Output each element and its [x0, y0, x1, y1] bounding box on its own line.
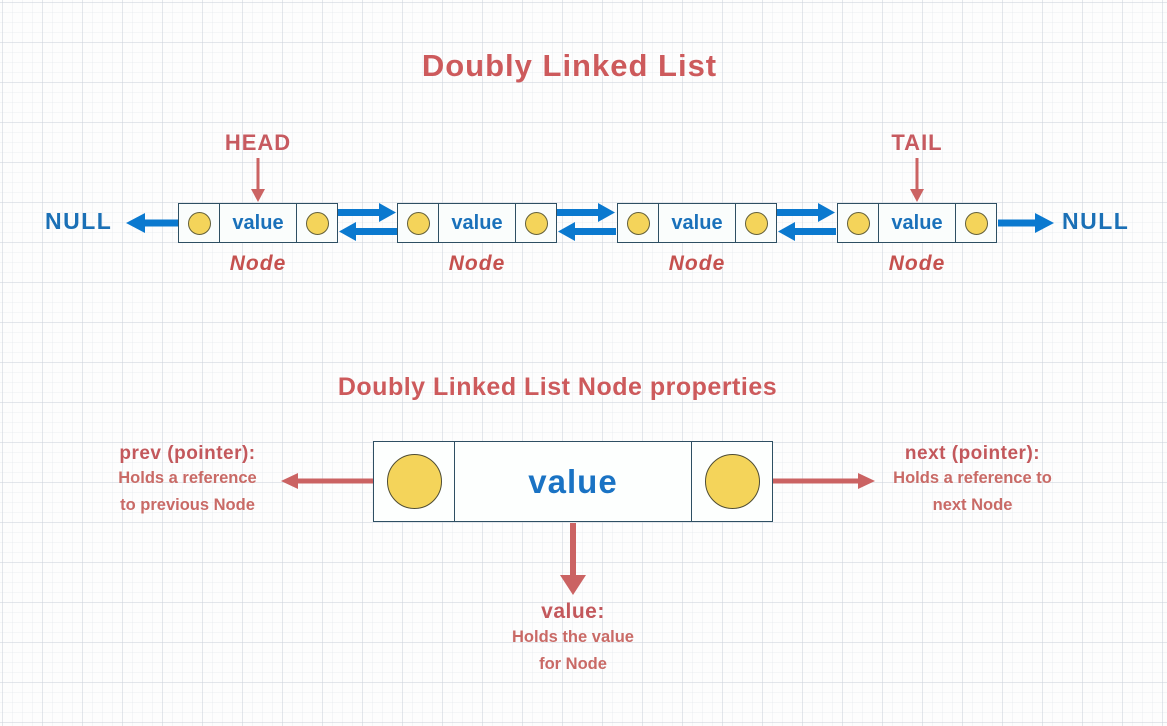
- link-arrows-icon: [338, 203, 397, 241]
- prev-property-heading: prev (pointer):: [119, 443, 256, 464]
- prev-pointer-cell: [618, 204, 658, 242]
- value-property-line: Holds the value: [512, 628, 634, 646]
- prev-pointer-cell: [374, 442, 454, 521]
- link-arrows-icon: [777, 203, 836, 241]
- node-label: Node: [448, 252, 506, 275]
- pointer-dot-icon: [846, 211, 870, 235]
- next-property-annotation: next (pointer): Holds a reference to nex…: [870, 443, 1075, 519]
- value-property-annotation: value: Holds the value for Node: [470, 600, 676, 678]
- node-label: Node: [229, 252, 287, 275]
- value-property-line: for Node: [539, 655, 607, 673]
- pointer-dot-icon: [406, 211, 430, 235]
- prev-arrow-icon: [281, 473, 373, 489]
- big-node-box: value: [373, 441, 773, 522]
- pointer-dot-icon: [305, 211, 329, 235]
- next-pointer-cell: [516, 204, 556, 242]
- next-pointer-cell: [692, 442, 772, 521]
- pointer-dot-icon: [386, 454, 442, 509]
- pointer-dot-icon: [744, 211, 768, 235]
- prev-property-line: Holds a reference: [118, 469, 257, 487]
- node-label: Node: [888, 252, 946, 275]
- node-value: value: [658, 204, 736, 242]
- page-title: Doubly Linked List: [421, 48, 718, 83]
- prev-property-annotation: prev (pointer): Holds a reference to pre…: [85, 443, 290, 519]
- pointer-dot-icon: [524, 211, 548, 235]
- node-box: value: [397, 203, 557, 243]
- node-box: value: [178, 203, 338, 243]
- node-label: Node: [668, 252, 726, 275]
- value-arrow-icon: [560, 523, 586, 595]
- next-property-heading: next (pointer):: [904, 443, 1041, 464]
- node-value: value: [219, 204, 297, 242]
- section-title: Doubly Linked List Node properties: [337, 373, 778, 401]
- next-pointer-cell: [956, 204, 996, 242]
- next-arrow-icon: [773, 473, 875, 489]
- node-box: value: [837, 203, 997, 243]
- pointer-dot-icon: [626, 211, 650, 235]
- next-property-line: next Node: [932, 496, 1013, 514]
- head-label: HEAD: [224, 130, 292, 155]
- head-pointer-arrow-icon: [251, 158, 265, 202]
- pointer-dot-icon: [964, 211, 988, 235]
- prev-property-line: to previous Node: [120, 496, 255, 514]
- tail-pointer-arrow-icon: [910, 158, 924, 202]
- node-value: value: [878, 204, 956, 242]
- node-value: value: [454, 442, 692, 521]
- prev-pointer-cell: [398, 204, 438, 242]
- null-right-arrow-icon: [998, 213, 1054, 233]
- null-right-label: NULL: [1062, 208, 1130, 234]
- next-property-line: Holds a reference to: [893, 469, 1052, 487]
- prev-pointer-cell: [838, 204, 878, 242]
- tail-label: TAIL: [891, 130, 943, 155]
- null-left-label: NULL: [45, 208, 113, 234]
- next-pointer-cell: [297, 204, 337, 242]
- node-value: value: [438, 204, 516, 242]
- link-arrows-icon: [557, 203, 616, 241]
- value-property-heading: value:: [541, 600, 605, 623]
- next-pointer-cell: [736, 204, 776, 242]
- node-box: value: [617, 203, 777, 243]
- pointer-dot-icon: [187, 211, 211, 235]
- null-left-arrow-icon: [126, 213, 179, 233]
- pointer-dot-icon: [704, 454, 760, 509]
- prev-pointer-cell: [179, 204, 219, 242]
